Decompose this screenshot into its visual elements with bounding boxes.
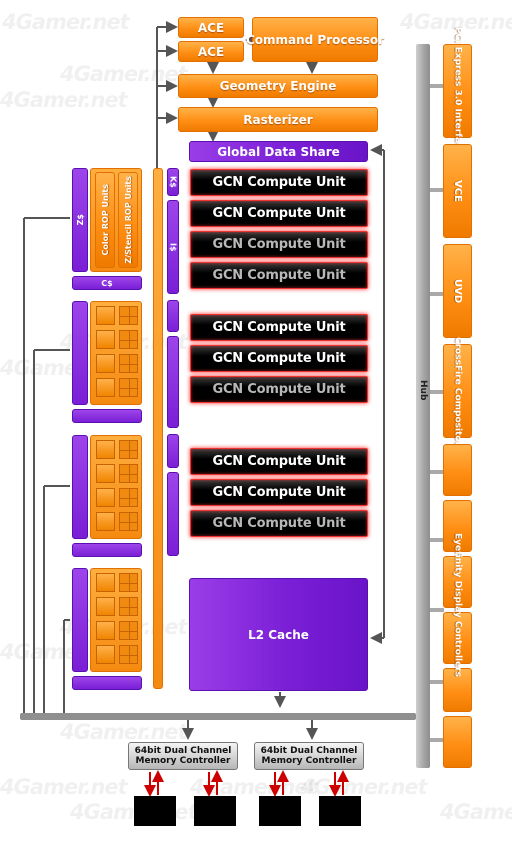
rasterizer: Rasterizer — [178, 107, 378, 132]
compute-unit: GCN Compute Unit — [190, 510, 368, 537]
display-controller — [443, 500, 472, 552]
instruction-cache: I$ — [167, 200, 179, 294]
command-processor: Command Processor — [246, 17, 384, 62]
memory-controller: 64bit Dual Channel Memory Controller — [254, 742, 364, 770]
crossfire-label: CrossFire Compositor — [452, 336, 463, 446]
color-cache — [72, 409, 142, 423]
memory-controller-line1: 64bit Dual Channel — [134, 746, 232, 756]
zstencil-rop-cell — [119, 573, 138, 592]
compute-unit: GCN Compute Unit — [190, 345, 368, 372]
scalar-cache-label: K$ — [168, 176, 178, 188]
memory-chip — [134, 796, 176, 826]
display-controller — [443, 612, 472, 664]
color-cache: C$ — [72, 276, 142, 290]
pcie-interface: PCI Express 3.0 Interface — [443, 27, 472, 155]
memory-controller-line2: Memory Controller — [261, 756, 357, 766]
compute-unit: GCN Compute Unit — [190, 479, 368, 506]
compute-unit: GCN Compute Unit — [190, 200, 368, 227]
instruction-cache-label: I$ — [168, 242, 178, 252]
zstencil-rop-cell — [119, 621, 138, 640]
uvd-block: UVD — [443, 244, 472, 338]
color-rop-cell — [96, 645, 115, 664]
memory-chip — [319, 796, 361, 826]
crossfire-compositor: CrossFire Compositor — [443, 337, 472, 446]
shared-cache-block — [167, 336, 179, 428]
compute-unit: GCN Compute Unit — [190, 376, 368, 403]
vce-label: VCE — [452, 180, 463, 202]
ace-block: ACE — [178, 41, 244, 62]
display-controller — [443, 668, 472, 712]
depth-cache — [72, 435, 88, 539]
compute-unit: GCN Compute Unit — [190, 231, 368, 258]
pcie-interface-label: PCI Express 3.0 Interface — [452, 27, 463, 155]
shared-cache-block — [167, 472, 179, 556]
zstencil-rop-cell — [119, 488, 138, 507]
zstencil-rop-cell — [119, 512, 138, 531]
color-rop-cell — [96, 464, 115, 483]
zstencil-rop-cell — [119, 440, 138, 459]
zstencil-rop-cell — [119, 597, 138, 616]
rop-bus — [153, 168, 163, 689]
ace-block: ACE — [178, 17, 244, 38]
memory-controller: 64bit Dual Channel Memory Controller — [128, 742, 238, 770]
color-rop-units: Color ROP Units — [95, 172, 115, 268]
compute-unit: GCN Compute Unit — [190, 262, 368, 289]
l2-cache: L2 Cache — [189, 578, 368, 691]
color-rop-cell — [96, 573, 115, 592]
hub-label: Hub — [418, 379, 428, 401]
memory-chip — [194, 796, 236, 826]
zstencil-rop-cell — [119, 645, 138, 664]
compute-unit: GCN Compute Unit — [190, 448, 368, 475]
display-controller — [443, 444, 472, 496]
color-cache — [72, 543, 142, 557]
zstencil-rop-cell — [119, 354, 138, 373]
scalar-cache: K$ — [167, 168, 179, 196]
color-rop-cell — [96, 440, 115, 459]
color-rop-cell — [96, 330, 115, 349]
color-rop-cell — [96, 597, 115, 616]
memory-controller-line2: Memory Controller — [135, 756, 231, 766]
compute-unit: GCN Compute Unit — [190, 169, 368, 196]
shared-cache-block — [167, 300, 179, 332]
color-rop-cell — [96, 306, 115, 325]
color-rop-cell — [96, 488, 115, 507]
rop-unit-block — [90, 568, 142, 672]
rop-unit-block — [90, 435, 142, 539]
memory-controller-line1: 64bit Dual Channel — [260, 746, 358, 756]
color-rop-cell — [96, 354, 115, 373]
rop-unit-block — [90, 301, 142, 405]
compute-unit: GCN Compute Unit — [190, 314, 368, 341]
color-rop-cell — [96, 378, 115, 397]
shared-cache-block — [167, 434, 179, 468]
color-cache — [72, 676, 142, 690]
display-controller — [443, 716, 472, 768]
uvd-label: UVD — [452, 278, 463, 304]
vce-block: VCE — [443, 144, 472, 238]
memory-chip — [259, 796, 301, 826]
depth-cache — [72, 301, 88, 405]
color-rop-cell — [96, 621, 115, 640]
depth-cache — [72, 568, 88, 672]
depth-cache: Z$ — [72, 168, 88, 272]
geometry-engine: Geometry Engine — [178, 74, 378, 98]
hub-bar — [416, 44, 430, 768]
zstencil-rop-cell — [119, 378, 138, 397]
eyefinity-label: Eyefinity Display Controllers — [452, 532, 463, 677]
zstencil-rop-cell — [119, 330, 138, 349]
eyefinity-label-box: Eyefinity Display Controllers — [443, 520, 472, 690]
color-rop-cell — [96, 512, 115, 531]
global-data-share: Global Data Share — [189, 141, 368, 162]
zstencil-rop-cell — [119, 306, 138, 325]
hub-label-box: Hub — [416, 370, 430, 410]
zstencil-rop-units: Z/Stencil ROP Units — [118, 172, 138, 268]
display-controller — [443, 556, 472, 608]
zstencil-rop-cell — [119, 464, 138, 483]
